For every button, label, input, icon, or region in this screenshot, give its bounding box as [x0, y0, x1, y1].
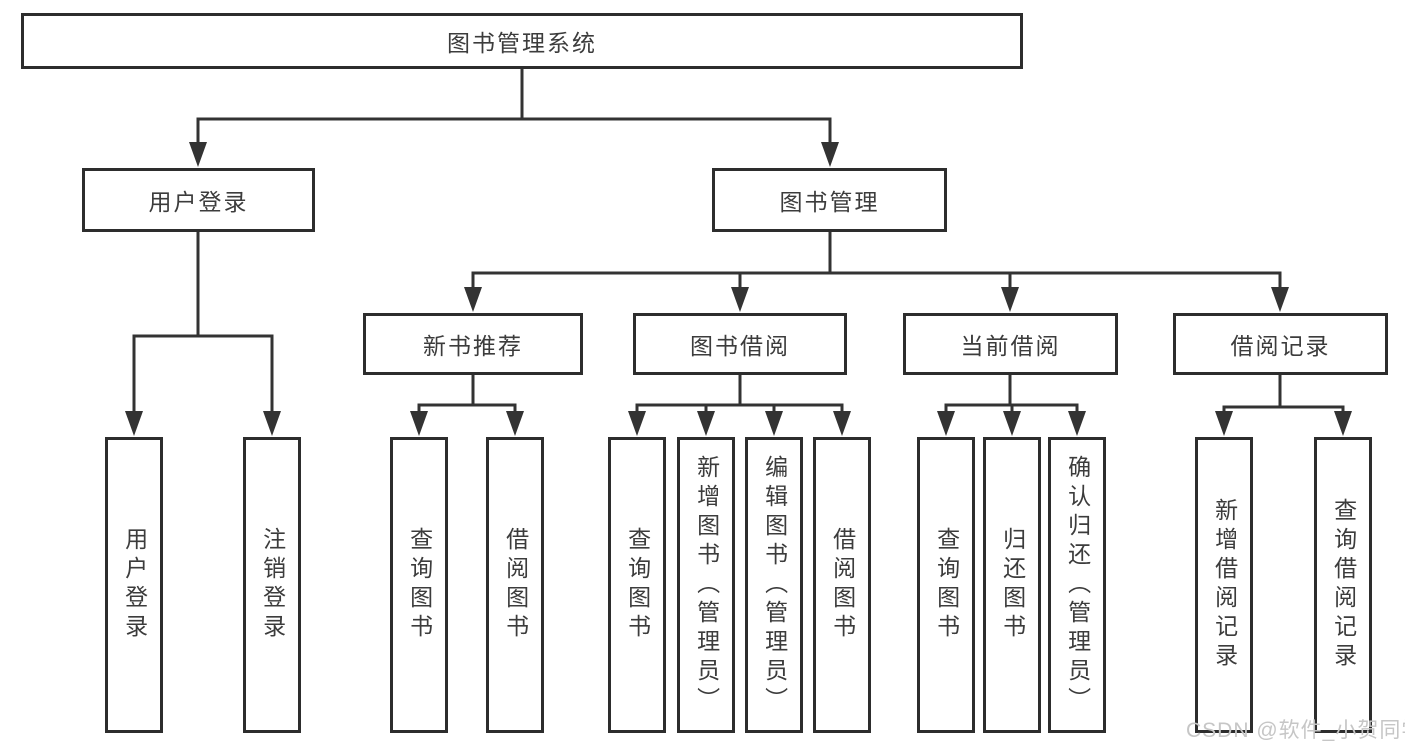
- node-label: 查询图书: [624, 527, 651, 643]
- node-new-book-recommendation: 新书推荐: [363, 313, 583, 375]
- node-label: 编辑图书（管理员）: [761, 454, 788, 716]
- node-label: 新增图书（管理员）: [693, 454, 720, 716]
- node-current-borrowing: 当前借阅: [903, 313, 1118, 375]
- node-label: 注销登录: [259, 527, 286, 643]
- connector-arrowheads: [125, 142, 1352, 436]
- node-label: 确认归还（管理员）: [1064, 454, 1091, 716]
- node-label: 查询借阅记录: [1330, 498, 1357, 672]
- node-library-management-system: 图书管理系统: [21, 13, 1023, 69]
- node-label: 当前借阅: [960, 333, 1061, 359]
- leaf-query-books-recommend: 查询图书: [390, 437, 448, 733]
- node-label: 归还图书: [999, 527, 1026, 643]
- leaf-return-books: 归还图书: [983, 437, 1041, 733]
- node-borrowing-records: 借阅记录: [1173, 313, 1388, 375]
- node-user-login: 用户登录: [82, 168, 315, 232]
- leaf-query-borrow-record: 查询借阅记录: [1314, 437, 1372, 733]
- node-label: 图书管理系统: [447, 30, 597, 56]
- node-label: 查询图书: [933, 527, 960, 643]
- leaf-query-books-current: 查询图书: [917, 437, 975, 733]
- leaf-add-books-admin: 新增图书（管理员）: [677, 437, 735, 733]
- node-label: 图书借阅: [690, 333, 790, 359]
- node-label: 借阅图书: [829, 527, 856, 643]
- node-label: 用户登录: [148, 189, 249, 215]
- leaf-edit-books-admin: 编辑图书（管理员）: [745, 437, 803, 733]
- node-label: 新增借阅记录: [1211, 498, 1238, 672]
- leaf-user-login: 用户登录: [105, 437, 163, 733]
- leaf-confirm-return-admin: 确认归还（管理员）: [1048, 437, 1106, 733]
- node-book-borrowing: 图书借阅: [633, 313, 847, 375]
- leaf-borrow-books-recommend: 借阅图书: [486, 437, 544, 733]
- node-label: 查询图书: [406, 527, 433, 643]
- connector-lines: [132, 67, 1345, 416]
- node-label: 借阅图书: [502, 527, 529, 643]
- watermark: CSDN @软件_小贺同学: [1186, 719, 1405, 742]
- leaf-logout: 注销登录: [243, 437, 301, 733]
- node-label: 新书推荐: [423, 333, 523, 359]
- node-label: 用户登录: [121, 527, 148, 643]
- node-label: 借阅记录: [1230, 333, 1331, 359]
- node-label: 图书管理: [779, 189, 880, 215]
- leaf-query-books-borrow: 查询图书: [608, 437, 666, 733]
- node-book-management: 图书管理: [712, 168, 947, 232]
- leaf-borrow-books: 借阅图书: [813, 437, 871, 733]
- leaf-add-borrow-record: 新增借阅记录: [1195, 437, 1253, 733]
